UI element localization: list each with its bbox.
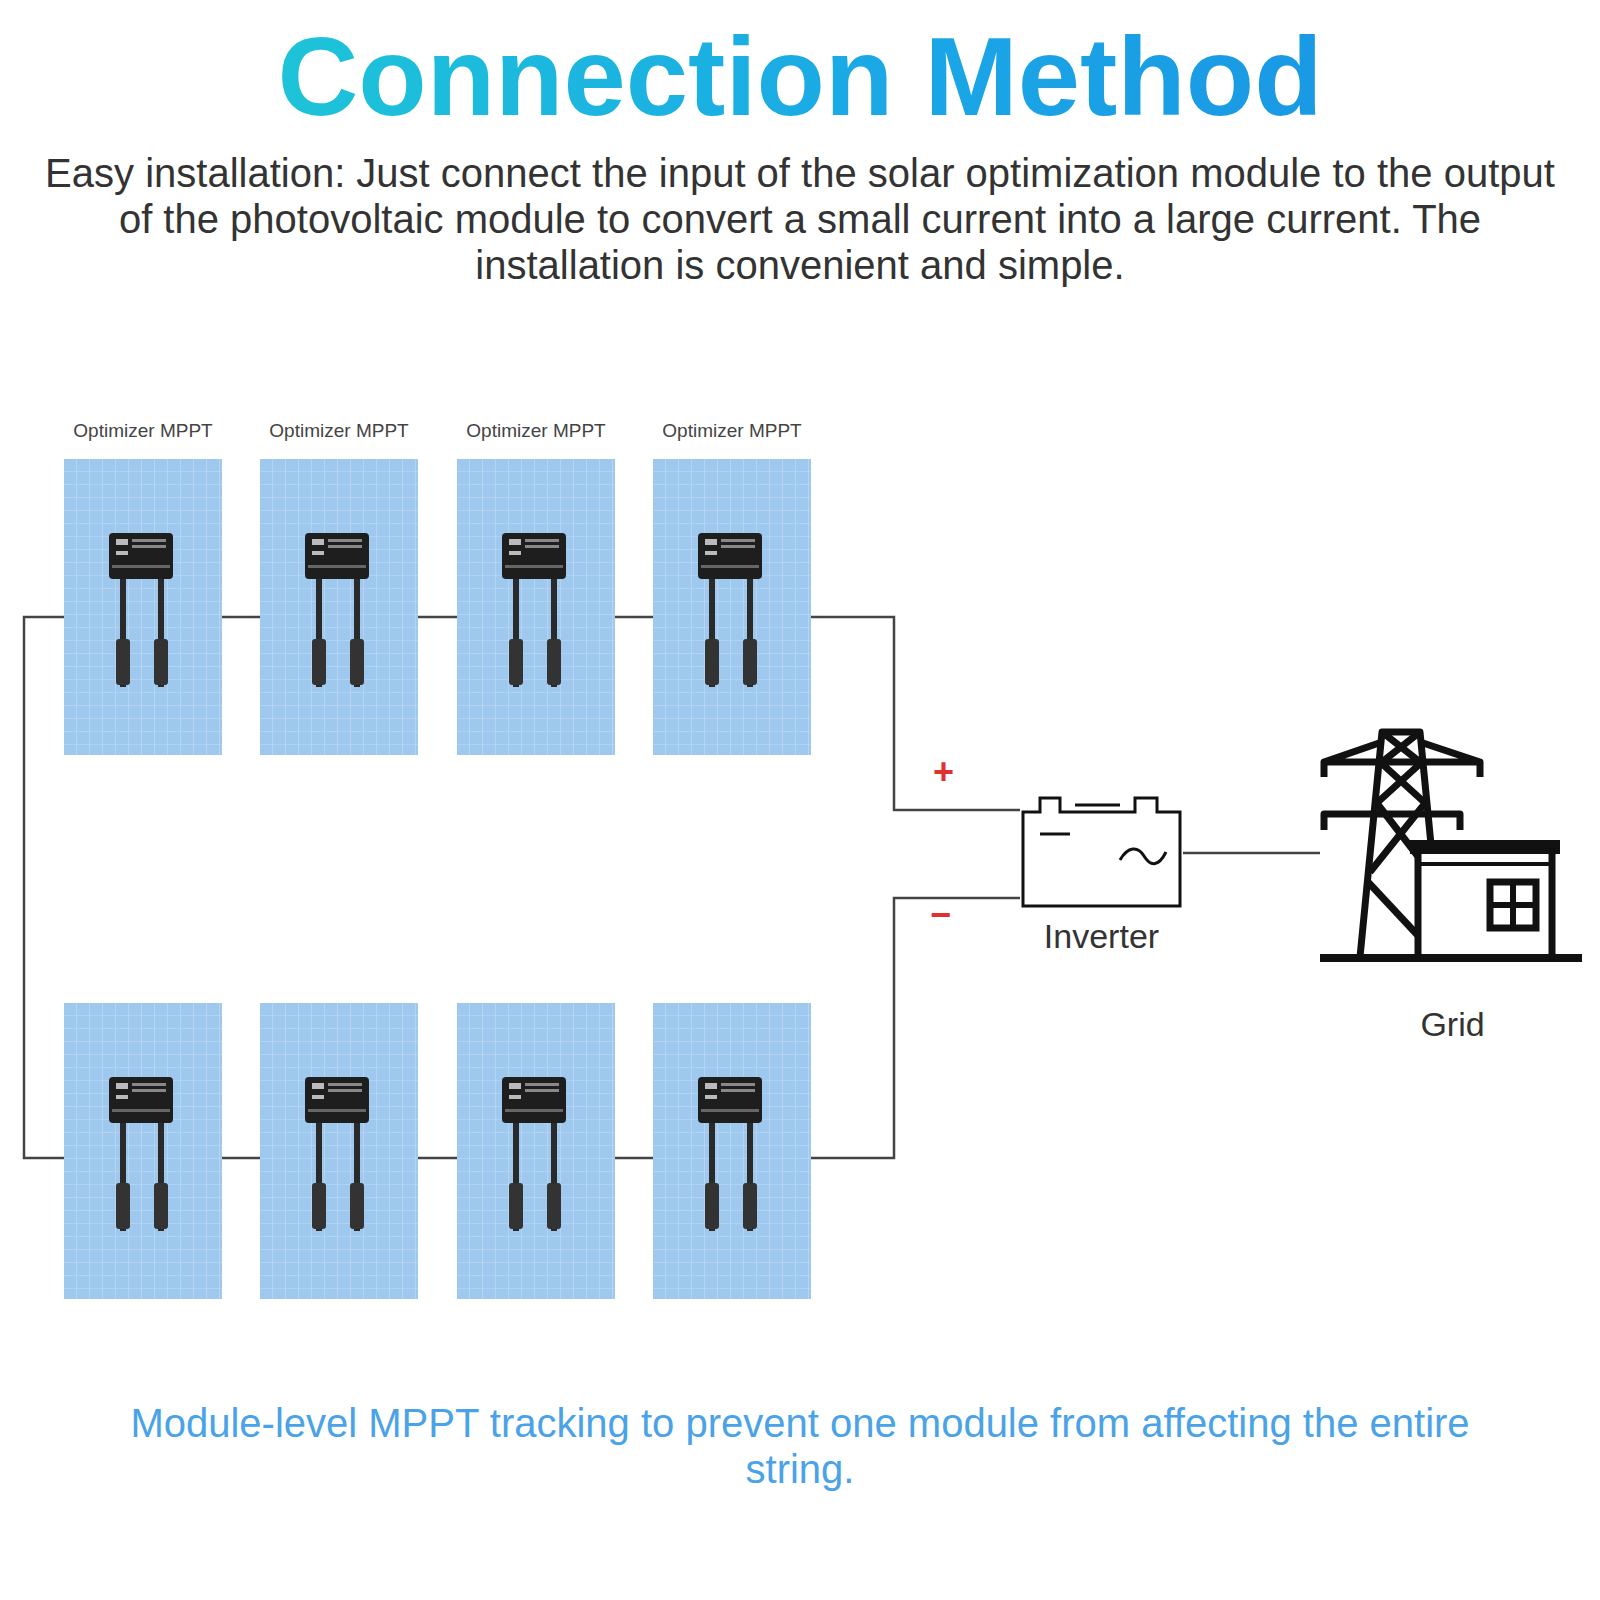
wire-connector (1183, 852, 1320, 855)
inverter-outline (1020, 790, 1183, 908)
optimizer-label: Optimizer MPPT (240, 419, 438, 443)
grid-icon: Grid (1320, 722, 1585, 984)
wire-connector (615, 616, 653, 619)
solar-panel: Optimizer MPPT (457, 459, 615, 755)
inverter-symbol: Inverter (1020, 790, 1183, 908)
wire-connector (222, 616, 260, 619)
grid-tower-icon (1320, 722, 1585, 962)
polarity-label: + (930, 752, 957, 792)
description-text: Easy installation: Just connect the inpu… (40, 150, 1560, 288)
node-label: Grid (1320, 1004, 1585, 1044)
caption: Module-level MPPT tracking to prevent on… (130, 1400, 1470, 1492)
solar-panels (64, 459, 811, 1299)
node-label: Inverter (990, 916, 1213, 956)
solar-panel: Optimizer MPPT (260, 459, 418, 755)
solar-panel: Optimizer MPPT (653, 459, 811, 755)
wire-connector (418, 616, 457, 619)
optimizer-label: Optimizer MPPT (437, 419, 635, 443)
optimizer-label: Optimizer MPPT (44, 419, 242, 443)
optimizer-label: Optimizer MPPT (633, 419, 831, 443)
string-wire (24, 617, 1020, 1158)
title: Connection Method (0, 12, 1600, 142)
wire-connector (811, 617, 1020, 810)
solar-panel: Optimizer MPPT (64, 459, 222, 755)
polarity-label: − (930, 895, 951, 935)
